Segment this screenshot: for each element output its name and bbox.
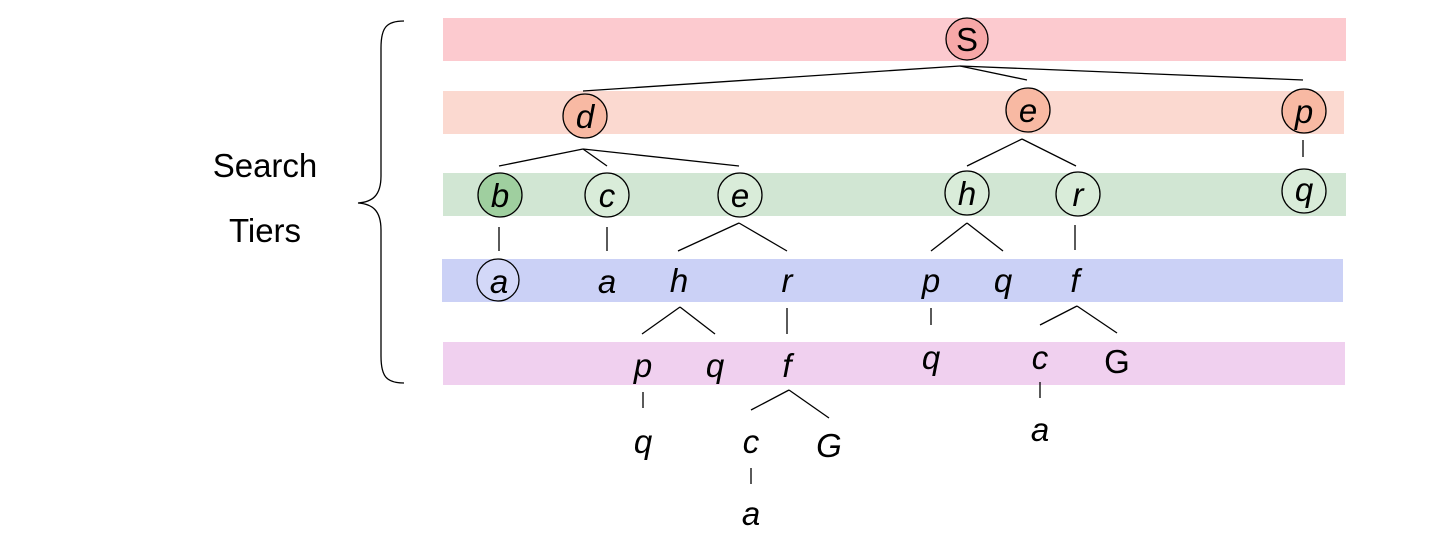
node-label-a2: a [598, 263, 616, 300]
node-circle-p [1281, 88, 1327, 134]
node-label-q4b: q [922, 339, 941, 376]
node-label-a6: a [742, 495, 760, 532]
edge-f4-G [788, 389, 830, 419]
side-label-search: Search [213, 147, 318, 184]
edge-h3-q [679, 306, 716, 335]
node-label-q: q [1295, 171, 1314, 208]
node-label-b: b [491, 177, 509, 214]
node-circle-r [1055, 171, 1101, 217]
node-label-c5: c [743, 423, 760, 460]
node-label-c4: c [1032, 339, 1049, 376]
tier-band-4 [443, 342, 1345, 385]
edge-e2-r [738, 222, 788, 252]
node-label-g5: G [816, 427, 842, 464]
edge-s-d [582, 65, 961, 92]
node-circle-a [476, 258, 520, 302]
node-circle-e [1005, 87, 1051, 133]
node-label-d: d [576, 98, 596, 135]
edge-f3-c [1039, 305, 1078, 326]
node-label-q4: q [706, 347, 725, 384]
node-circle-q [1281, 168, 1327, 214]
edge-d-e [582, 148, 740, 167]
node-label-e: e [1019, 92, 1037, 129]
edge-e-h [966, 138, 1023, 167]
node-label-g4: G [1104, 343, 1130, 380]
node-circle-h [944, 170, 990, 216]
edge-s-p [959, 65, 1304, 81]
edge-h3-p [641, 306, 681, 335]
edge-s-e [959, 65, 1028, 81]
node-label-r3: r [782, 262, 795, 299]
node-label-p: p [1294, 93, 1313, 130]
edge-d-c [582, 148, 608, 167]
node-label-e2: e [731, 177, 749, 214]
tier-band-0 [443, 18, 1346, 61]
side-label-tiers: Tiers [229, 212, 301, 249]
edge-h2-p [930, 222, 968, 252]
node-label-c: c [599, 177, 616, 214]
node-label-a: a [490, 263, 508, 300]
node-label-p4: p [633, 347, 652, 384]
edge-e2-h [677, 222, 740, 252]
node-label-a5: a [1031, 411, 1049, 448]
edge-h2-q [966, 222, 1004, 252]
tree-edges [498, 65, 1304, 484]
tier-band-3 [442, 259, 1343, 302]
node-label-h3: h [670, 262, 688, 299]
node-circle-d [562, 93, 608, 139]
edge-e-r [1021, 138, 1077, 167]
edge-f3-G [1076, 305, 1118, 334]
node-label-p3: p [921, 262, 940, 299]
node-circle-e2 [717, 172, 763, 218]
tier-band-2 [443, 173, 1346, 216]
node-label-r: r [1073, 176, 1086, 213]
node-circle-b [477, 172, 523, 218]
node-label-s: S [956, 21, 978, 58]
node-label-q5: q [634, 423, 653, 460]
node-circle-c [584, 172, 630, 218]
node-label-q3: q [994, 262, 1013, 299]
node-label-h: h [958, 175, 976, 212]
node-labels: S d e p b c e h r q a a h r p q f p q f … [490, 21, 1314, 532]
edge-f4-c [750, 389, 790, 411]
node-circles [476, 17, 1327, 302]
node-circle-s [945, 17, 989, 61]
edge-d-b [498, 148, 584, 167]
curly-brace [357, 20, 405, 384]
